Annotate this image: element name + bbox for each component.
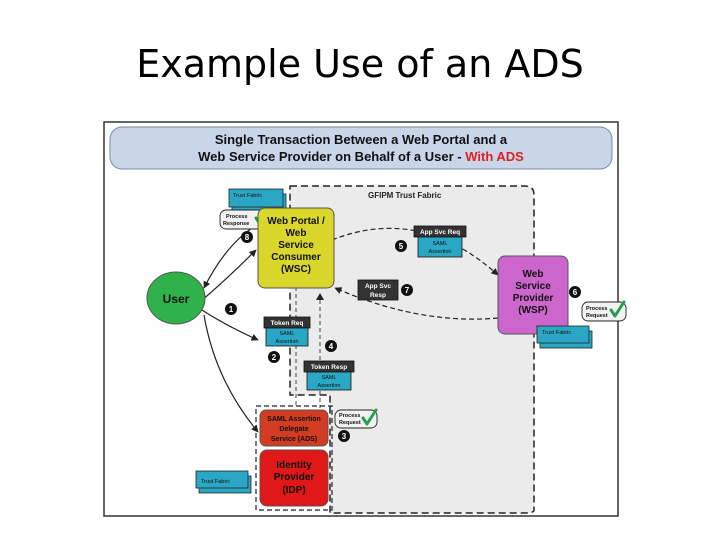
- wsp-line3: Provider: [513, 293, 554, 304]
- token-req-saml: [265, 327, 309, 347]
- trust-fabric-tag-wsc: [228, 188, 284, 208]
- wsc-line4: Consumer: [271, 252, 321, 263]
- trust-fabric-tag-wsp: [536, 325, 590, 344]
- step-3-label: 3: [342, 432, 347, 441]
- step-2-label: 2: [272, 353, 277, 362]
- slide-title: Example Use of an ADS: [136, 42, 584, 86]
- arrow-wsp-wsc: [334, 287, 499, 320]
- step-4-label: 4: [329, 342, 334, 351]
- process-request-wsp-line1: Process: [586, 306, 607, 312]
- ads-line2: Delegate: [279, 426, 308, 433]
- wsp-line2: Service: [515, 281, 551, 292]
- trust-fabric-tag-wsc-label: Trust Fabric: [233, 193, 262, 199]
- app-svc-resp-box: [357, 279, 399, 301]
- app-svc-resp-line1: App Svc: [365, 283, 391, 290]
- token-resp-saml: [306, 371, 352, 391]
- banner: [109, 126, 613, 170]
- idp-line3: (IDP): [282, 485, 305, 496]
- check-icon: [609, 300, 626, 318]
- ads-line3: Service (ADS): [271, 436, 317, 443]
- idp-enclosure: [255, 405, 333, 511]
- arrow-user-ads: [203, 314, 259, 433]
- process-request-ads-line1: Process: [339, 413, 360, 419]
- token-req-saml-line1: SAML: [280, 331, 295, 337]
- step-8-label: 8: [245, 233, 250, 242]
- step-1-badge: 1: [225, 303, 237, 315]
- banner-line1: Single Transaction Between a Web Portal …: [215, 132, 508, 147]
- step-7-label: 7: [405, 286, 410, 295]
- token-req-label: Token Req: [271, 320, 304, 327]
- wsp-line1: Web: [523, 269, 544, 280]
- trust-fabric-region: [289, 185, 535, 514]
- idp-line1: Identity: [276, 460, 312, 471]
- process-response-line2: Response: [223, 221, 249, 227]
- token-req-saml-line2: Assertion: [276, 339, 299, 345]
- check-icon: [361, 408, 378, 426]
- step-2-badge: 2: [268, 351, 280, 363]
- wsc-line1: Web Portal /: [267, 216, 325, 227]
- step-3-badge: 3: [338, 430, 350, 442]
- fabric-label: GFIPM Trust Fabric: [368, 191, 442, 200]
- app-svc-req-saml: [417, 236, 463, 258]
- arrow-wsc-wsp: [331, 227, 499, 276]
- ads-line1: SAML Assertion: [267, 416, 321, 423]
- idp-line2: Provider: [274, 472, 315, 483]
- token-resp-label: Token Resp: [311, 364, 347, 371]
- wsp-node: [497, 255, 569, 335]
- step-8-badge: 8: [241, 231, 253, 243]
- step-6-label: 6: [573, 288, 578, 297]
- flow-arrowhead: [316, 293, 324, 300]
- wsp-line4: (WSP): [518, 305, 547, 316]
- token-resp-saml-line1: SAML: [322, 375, 337, 381]
- user-label: User: [163, 292, 190, 306]
- app-svc-req-saml-line2: Assertion: [429, 249, 452, 255]
- step-5-label: 5: [399, 242, 404, 251]
- step-6-badge: 6: [569, 286, 581, 298]
- ads-node: [259, 409, 329, 447]
- process-request-ads-line2: Request: [339, 420, 361, 426]
- wsc-line3: Service: [278, 240, 314, 251]
- banner-line2-main: Web Service Provider on Behalf of a User…: [198, 149, 465, 164]
- token-resp-saml-line2: Assertion: [318, 383, 341, 389]
- step-4-badge: 4: [325, 340, 337, 352]
- banner-highlight: With ADS: [465, 149, 524, 164]
- wsc-line2: Web: [286, 228, 307, 239]
- user-node: [146, 271, 206, 325]
- step-1-label: 1: [229, 305, 234, 314]
- app-svc-req-label: App Svc Req: [420, 229, 460, 236]
- wsc-line5: (WSC): [281, 264, 311, 275]
- trust-fabric-tag-idp-label: Trust Fabric: [201, 479, 230, 485]
- process-response-line1: Process: [226, 214, 247, 220]
- trust-fabric-tag-idp: [195, 470, 249, 489]
- wsc-node: [257, 207, 335, 289]
- step-5-badge: 5: [395, 240, 407, 252]
- arrow-user-token: [201, 309, 259, 341]
- app-svc-resp-line2: Resp: [370, 292, 386, 299]
- process-request-wsp-line2: Request: [586, 313, 608, 319]
- idp-node: [259, 449, 329, 507]
- step-7-badge: 7: [401, 284, 413, 296]
- app-svc-req-saml-line1: SAML: [433, 241, 448, 247]
- banner-line2: Web Service Provider on Behalf of a User…: [198, 149, 524, 164]
- trust-fabric-tag-wsp-label: Trust Fabric: [542, 330, 571, 336]
